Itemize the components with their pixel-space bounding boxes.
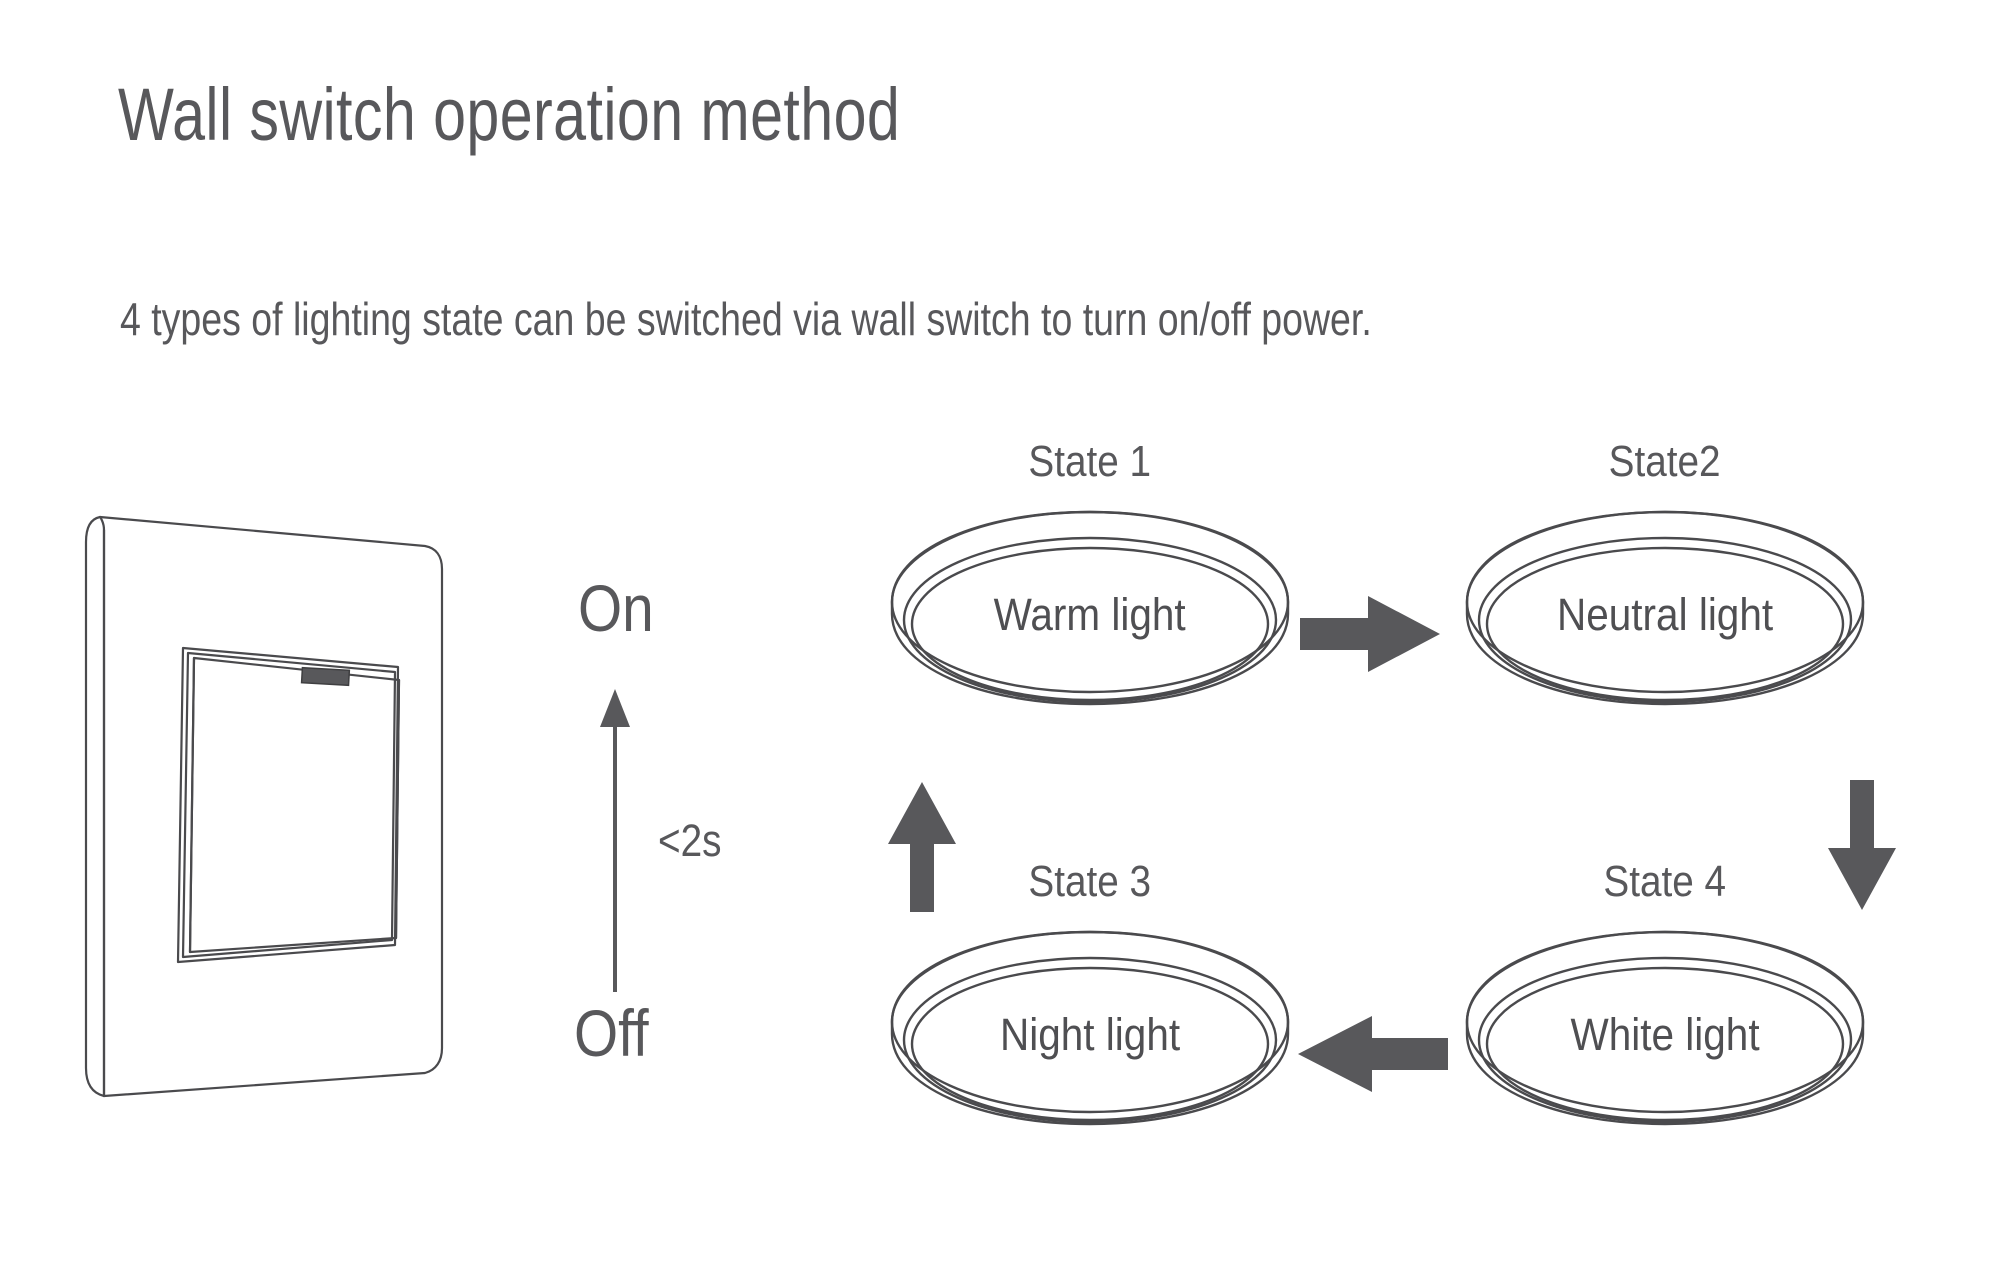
page-subtitle: 4 types of lighting state can be switche… bbox=[120, 293, 1372, 345]
on-label: On bbox=[578, 571, 654, 645]
state-cell-4: State 4 White light bbox=[1455, 860, 1875, 1160]
ceiling-lamp-icon-1 bbox=[880, 502, 1300, 740]
ceiling-lamp-icon-3 bbox=[880, 922, 1300, 1160]
ceiling-lamp-icon-4 bbox=[1455, 922, 1875, 1160]
wall-switch-illustration bbox=[80, 490, 550, 1140]
state-cell-1: State 1 Warm light bbox=[880, 440, 1300, 740]
state-1-caption-text: State 1 bbox=[1028, 437, 1152, 486]
switch-rocker-opening-depth bbox=[181, 651, 397, 959]
press-duration-label: <2s bbox=[658, 815, 722, 866]
state-4-caption-text: State 4 bbox=[1603, 857, 1727, 906]
page-title: Wall switch operation method bbox=[118, 73, 901, 156]
on-off-toggle-group: On <2s Off bbox=[560, 575, 760, 1085]
switch-rocker-opening bbox=[176, 646, 400, 964]
state-2-caption-text: State2 bbox=[1609, 437, 1721, 486]
switch-rocker-key-hinge bbox=[188, 656, 196, 954]
switch-plate-side-edge bbox=[84, 515, 106, 1098]
arrow-down-icon bbox=[1826, 780, 1898, 910]
arrow-left-icon bbox=[1298, 1012, 1448, 1096]
switch-plate-front bbox=[98, 515, 444, 1098]
ceiling-lamp-icon-2 bbox=[1455, 502, 1875, 740]
state-cell-2: State2 Neutral light bbox=[1455, 440, 1875, 740]
arrow-right-icon bbox=[1300, 592, 1440, 676]
state-1-caption: State 1 bbox=[880, 440, 1300, 484]
switch-indicator-led bbox=[300, 666, 351, 687]
state-2-caption: State2 bbox=[1455, 440, 1875, 484]
arrow-up-icon bbox=[886, 782, 958, 912]
press-direction-arrow-icon bbox=[592, 687, 638, 992]
off-label: Off bbox=[574, 996, 649, 1070]
switch-rocker-key bbox=[188, 656, 401, 954]
state-4-caption: State 4 bbox=[1455, 860, 1875, 904]
state-3-caption-text: State 3 bbox=[1028, 857, 1152, 906]
state-3-caption: State 3 bbox=[880, 860, 1300, 904]
switch-rocker-key-right-edge bbox=[394, 678, 401, 940]
